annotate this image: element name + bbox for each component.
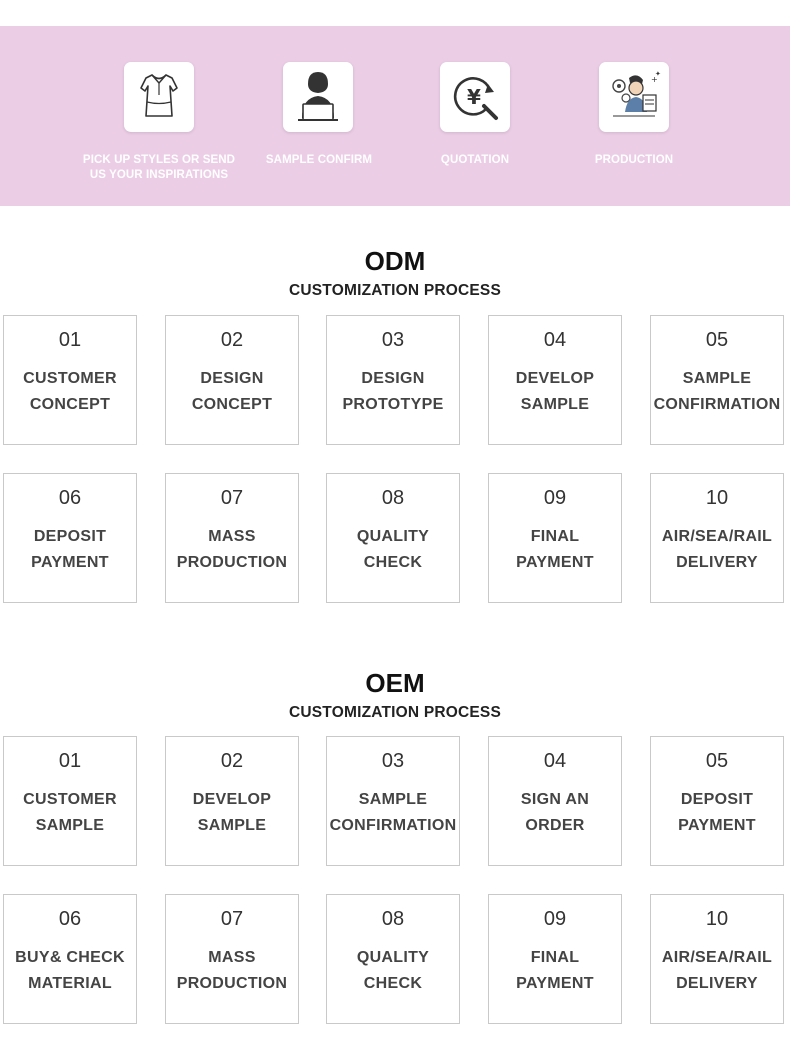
step-label: DESIGN CONCEPT	[191, 370, 273, 413]
step-number: 02	[220, 750, 244, 772]
step-number: 10	[705, 487, 729, 509]
banner-label-styles: PICK UP STYLES OR SEND US YOUR INSPIRATI…	[82, 154, 236, 181]
step-label: FINAL PAYMENT	[516, 949, 594, 992]
step-label: BUY& CHECK MATERIAL	[15, 949, 125, 992]
step-number: 07	[220, 908, 244, 930]
dress-icon	[124, 62, 194, 132]
step-number: 01	[58, 329, 82, 351]
step-number: 04	[543, 750, 567, 772]
person-laptop-icon	[283, 62, 353, 132]
oem-title: OEM	[365, 668, 425, 698]
banner-label-quotation: QUOTATION	[440, 154, 510, 166]
yen-search-icon: ¥	[440, 62, 510, 132]
step-label: CUSTOMER SAMPLE	[23, 791, 117, 834]
process-banner: PICK UP STYLES OR SEND US YOUR INSPIRATI…	[0, 26, 790, 206]
step-number: 06	[58, 908, 82, 930]
step-label: AIR/SEA/RAIL DELIVERY	[661, 949, 773, 992]
step-number: 02	[220, 329, 244, 351]
step-label: MASS PRODUCTION	[176, 949, 288, 992]
step-label: DESIGN PROTOTYPE	[342, 370, 444, 413]
step-label: FINAL PAYMENT	[516, 528, 594, 571]
step-label: CUSTOMER CONCEPT	[23, 370, 117, 413]
step-number: 01	[58, 750, 82, 772]
worker-gears-icon: + ✦	[599, 62, 669, 132]
step-label: SIGN AN ORDER	[520, 791, 590, 834]
svg-text:✦: ✦	[655, 70, 661, 78]
oem-subtitle: CUSTOMIZATION PROCESS	[288, 704, 502, 721]
step-label: DEPOSIT PAYMENT	[31, 528, 109, 571]
step-label: SAMPLE CONFIRMATION	[653, 370, 781, 413]
step-number: 03	[381, 329, 405, 351]
step-label: MASS PRODUCTION	[176, 528, 288, 571]
step-number: 04	[543, 329, 567, 351]
banner-item-production: + ✦ PRODUCTION	[544, 26, 724, 206]
step-label: DEVELOP SAMPLE	[192, 791, 272, 834]
step-label: DEPOSIT PAYMENT	[678, 791, 756, 834]
step-label: DEVELOP SAMPLE	[515, 370, 595, 413]
step-number: 09	[543, 908, 567, 930]
banner-label-sample-confirm: SAMPLE CONFIRM	[265, 154, 373, 166]
banner-item-sample-confirm: SAMPLE CONFIRM	[229, 26, 409, 206]
step-label: AIR/SEA/RAIL DELIVERY	[661, 528, 773, 571]
step-number: 07	[220, 487, 244, 509]
step-number: 05	[705, 750, 729, 772]
step-number: 05	[705, 329, 729, 351]
banner-item-styles: PICK UP STYLES OR SEND US YOUR INSPIRATI…	[69, 26, 249, 206]
step-label: SAMPLE CONFIRMATION	[329, 791, 457, 834]
step-number: 08	[381, 487, 405, 509]
step-number: 03	[381, 750, 405, 772]
step-label: QUALITY CHECK	[356, 528, 430, 571]
svg-text:¥: ¥	[467, 85, 481, 109]
svg-text:+: +	[651, 75, 658, 84]
banner-item-quotation: ¥ QUOTATION	[385, 26, 565, 206]
odm-title: ODM	[364, 246, 426, 276]
step-number: 09	[543, 487, 567, 509]
banner-label-production: PRODUCTION	[594, 154, 674, 166]
step-number: 10	[705, 908, 729, 930]
step-number: 08	[381, 908, 405, 930]
odm-subtitle: CUSTOMIZATION PROCESS	[288, 282, 502, 299]
step-number: 06	[58, 487, 82, 509]
step-label: QUALITY CHECK	[356, 949, 430, 992]
